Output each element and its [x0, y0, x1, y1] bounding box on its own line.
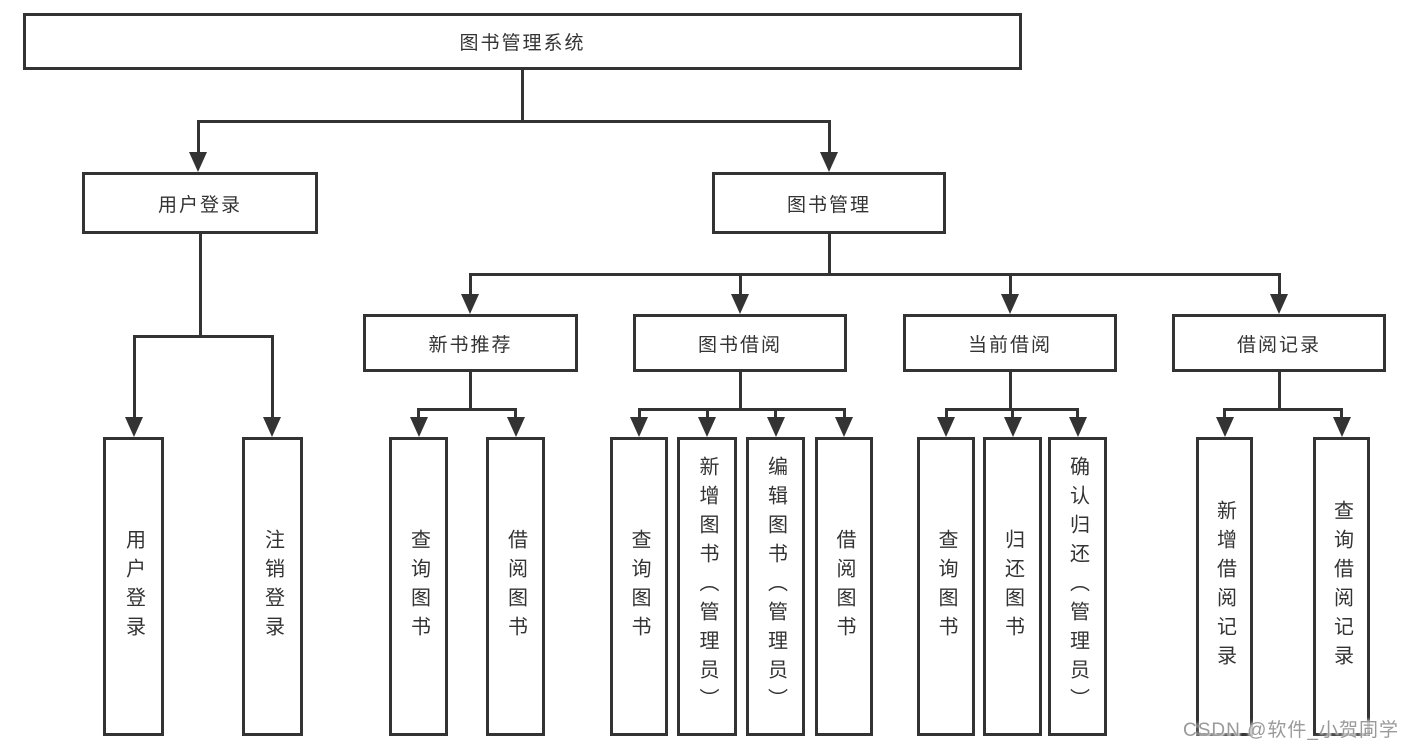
arrow-down-icon [1001, 294, 1019, 314]
csdn-watermark: CSDN @软件_小贺同学 [1183, 720, 1399, 741]
connector-borrow-hbar [637, 408, 846, 411]
leaf-edit-books-admin: 编辑图书（管理员） [746, 437, 805, 736]
connector-current-drop-2 [1011, 408, 1014, 417]
arrow-down-icon [409, 417, 428, 437]
connector-root-hbar [196, 120, 831, 123]
connector-records-drop-1 [1223, 408, 1226, 417]
node-label-current-borrowing: 当前借阅 [967, 334, 1052, 356]
node-book-management: 图书管理 [712, 172, 946, 234]
leaf-add-borrow-record: 新增借阅记录 [1196, 437, 1253, 736]
connector-borrow-drop-1 [637, 408, 641, 417]
leaf-label-add-books-admin: 新增图书（管理员） [696, 456, 718, 717]
node-label-root: 图书管理系统 [459, 33, 586, 54]
connector-login-stem [198, 234, 202, 335]
leaf-query-books-borrow: 查询图书 [610, 437, 668, 736]
leaf-query-borrow-record: 查询借阅记录 [1313, 437, 1370, 736]
leaf-label-return-books: 归还图书 [1001, 528, 1024, 645]
leaf-label-query-books: 查询图书 [628, 528, 650, 645]
connector-records-drop-2 [1340, 408, 1343, 417]
arrow-down-icon [506, 417, 525, 437]
connector-current-drop-1 [944, 408, 948, 417]
arrow-down-icon [125, 417, 143, 437]
connector-borrow-drop-4 [842, 408, 846, 417]
leaf-label-borrow-books: 借阅图书 [504, 528, 527, 645]
connector-recommend-drop-2 [514, 408, 517, 417]
leaf-label-query-books: 查询图书 [407, 528, 430, 645]
leaf-label-confirm-return-admin: 确认归还（管理员） [1066, 456, 1089, 717]
connector-recommend-drop-1 [417, 408, 420, 417]
arrow-down-icon [937, 417, 955, 437]
connector-borrow-stem [738, 372, 742, 408]
connector-mgmt-drop-3 [1008, 273, 1012, 294]
node-label-new-book-recommendation: 新书推荐 [428, 334, 513, 356]
node-user-login: 用户登录 [82, 172, 318, 234]
connector-records-stem [1277, 372, 1281, 408]
leaf-label-logout: 注销登录 [261, 528, 284, 645]
arrow-down-icon [630, 417, 648, 437]
leaf-confirm-return-admin: 确认归还（管理员） [1048, 437, 1107, 736]
leaf-label-user-login: 用户登录 [122, 528, 145, 645]
connector-mgmt-drop-1 [468, 273, 472, 294]
leaf-query-books-recommend: 查询图书 [389, 437, 448, 736]
connector-current-drop-3 [1076, 408, 1079, 417]
leaf-borrow-books: 借阅图书 [815, 437, 873, 736]
leaf-label-add-borrow-record: 新增借阅记录 [1213, 499, 1236, 674]
arrow-down-icon [698, 417, 716, 437]
leaf-return-books: 归还图书 [983, 437, 1042, 736]
connector-borrow-drop-2 [705, 408, 709, 417]
node-borrowing-records: 借阅记录 [1172, 314, 1386, 372]
connector-root-stem [520, 70, 524, 120]
connector-mgmt-drop-2 [738, 273, 742, 294]
leaf-label-query-books: 查询图书 [935, 528, 957, 645]
leaf-borrow-books-recommend: 借阅图书 [486, 437, 545, 736]
connector-login-hbar [132, 335, 274, 338]
connector-root-drop-left [196, 120, 200, 152]
arrow-down-icon [1003, 417, 1022, 437]
leaf-label-query-borrow-record: 查询借阅记录 [1330, 499, 1353, 674]
node-label-borrowing-records: 借阅记录 [1236, 334, 1321, 356]
node-label-book-borrowing: 图书借阅 [697, 334, 782, 356]
connector-records-hbar [1223, 408, 1343, 411]
node-label-book-management: 图书管理 [786, 194, 871, 216]
arrow-down-icon [1332, 417, 1351, 437]
node-book-borrowing: 图书借阅 [633, 314, 847, 372]
arrow-down-icon [731, 294, 749, 314]
connector-mgmt-stem [827, 234, 831, 273]
arrow-down-icon [1068, 417, 1087, 437]
arrow-down-icon [189, 152, 207, 172]
connector-mgmt-drop-4 [1277, 273, 1281, 294]
node-new-book-recommendation: 新书推荐 [363, 314, 578, 372]
arrow-down-icon [835, 417, 853, 437]
leaf-label-edit-books-admin: 编辑图书（管理员） [764, 456, 787, 717]
leaf-label-borrow-books: 借阅图书 [833, 528, 855, 645]
arrow-down-icon [820, 152, 838, 172]
connector-login-drop-1 [132, 335, 136, 417]
arrow-down-icon [1215, 417, 1234, 437]
leaf-user-login: 用户登录 [103, 437, 164, 736]
leaf-logout: 注销登录 [242, 437, 303, 736]
node-label-user-login: 用户登录 [157, 194, 242, 216]
node-current-borrowing: 当前借阅 [903, 314, 1117, 372]
connector-recommend-hbar [417, 408, 517, 411]
connector-borrow-drop-3 [774, 408, 777, 417]
arrow-down-icon [1270, 294, 1288, 314]
leaf-query-books-current: 查询图书 [917, 437, 975, 736]
connector-current-stem [1008, 372, 1012, 408]
connector-root-drop-right [827, 120, 831, 152]
connector-login-drop-2 [270, 335, 274, 417]
arrow-down-icon [461, 294, 479, 314]
connector-recommend-stem [468, 372, 472, 408]
connector-mgmt-hbar [468, 273, 1281, 276]
node-library-management-system: 图书管理系统 [23, 13, 1022, 70]
arrow-down-icon [766, 417, 785, 437]
leaf-add-books-admin: 新增图书（管理员） [677, 437, 737, 736]
arrow-down-icon [263, 417, 281, 437]
